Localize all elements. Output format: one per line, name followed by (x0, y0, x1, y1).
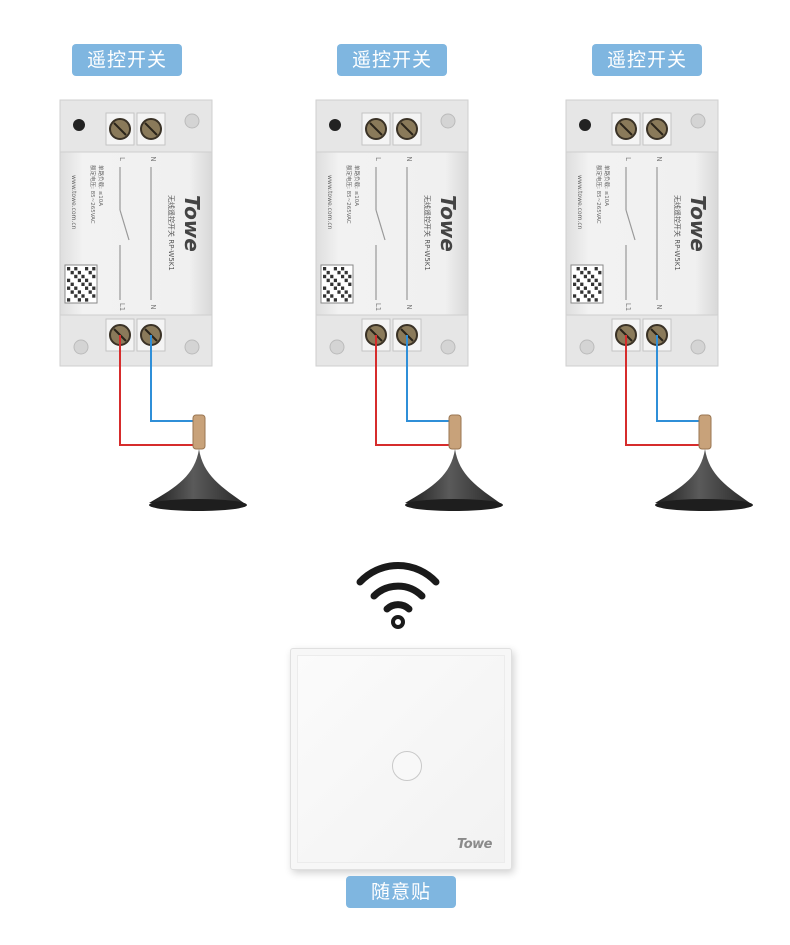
switch-label-2: 遥控开关 (337, 44, 447, 76)
lamp-shade (149, 449, 247, 505)
relay-spec-load: 单路负载: ≤10A (97, 165, 105, 206)
mount-hole (440, 339, 456, 355)
relay-brand-logo: Towe (686, 195, 710, 252)
circuit-switch (625, 209, 636, 241)
terminal-letter: N (405, 304, 413, 309)
lamp-holder (448, 414, 462, 450)
led-indicator (329, 119, 341, 131)
screw-slot (113, 122, 127, 136)
relay-bottom-block (59, 314, 213, 367)
screw-slot (400, 122, 414, 136)
panel-face: Towe (297, 655, 505, 863)
mount-hole (329, 339, 345, 355)
relay-website: www.towe.com.cn (326, 175, 333, 230)
screw-slot (144, 122, 158, 136)
relay-spec-load: 单路负载: ≤10A (603, 165, 611, 206)
terminal-letter: N (655, 304, 663, 309)
relay-spec-voltage: 额定电压: 85~265VAC (345, 165, 353, 224)
relay-bottom-block (565, 314, 719, 367)
terminal-letter: N (655, 156, 663, 161)
relay-unit-1: L N L1 N Towe 无线遥控开关 RP-W5K1 www.towe.com.cn 额定… (57, 95, 247, 525)
lamp-holder (192, 414, 206, 450)
relay-model: 无线遥控开关 RP-W5K1 (423, 195, 432, 271)
neutral-wire (406, 335, 453, 422)
screw-slot (619, 122, 633, 136)
relay-model: 无线遥控开关 RP-W5K1 (167, 195, 176, 271)
relay-unit-2: L N L1 N Towe 无线遥控开关 RP-W5K1 www.towe.com.cn 额定… (313, 95, 503, 525)
circuit-switch (119, 209, 130, 241)
mount-hole (184, 339, 200, 355)
qr-code (320, 264, 354, 304)
wall-touch-panel: Towe (290, 648, 512, 870)
terminal-letter: L (374, 157, 382, 161)
relay-website: www.towe.com.cn (576, 175, 583, 230)
lamp-holder (698, 414, 712, 450)
relay-website: www.towe.com.cn (70, 175, 77, 230)
panel-brand-logo: Towe (457, 837, 492, 852)
terminal-letter: L1 (624, 303, 632, 311)
mount-hole (184, 113, 200, 129)
wifi-signal-icon (356, 562, 440, 629)
mount-hole (690, 339, 706, 355)
terminal-letter: N (405, 156, 413, 161)
qr-code (570, 264, 604, 304)
lamp-shade (655, 449, 753, 505)
circuit-switch (375, 209, 386, 241)
relay-spec-voltage: 额定电压: 85~265VAC (89, 165, 97, 224)
neutral-wire (150, 335, 197, 422)
terminal-letter: L (624, 157, 632, 161)
mount-hole (440, 113, 456, 129)
relay-unit-3: L N L1 N Towe 无线遥控开关 RP-W5K1 www.towe.com.cn 额定… (563, 95, 753, 525)
led-indicator (579, 119, 591, 131)
relay-spec-voltage: 额定电压: 85~265VAC (595, 165, 603, 224)
terminal-letter: N (149, 156, 157, 161)
touch-button[interactable] (392, 751, 422, 781)
panel-label: 随意贴 (346, 876, 456, 908)
lamp-shade-rim (655, 499, 753, 511)
lamp-shade-rim (405, 499, 503, 511)
mount-hole (73, 339, 89, 355)
lamp-shade (405, 449, 503, 505)
screw-slot (650, 122, 664, 136)
relay-model: 无线遥控开关 RP-W5K1 (673, 195, 682, 271)
terminal-letter: N (149, 304, 157, 309)
relay-brand-logo: Towe (436, 195, 460, 252)
mount-hole (690, 113, 706, 129)
led-indicator (73, 119, 85, 131)
switch-label-1: 遥控开关 (72, 44, 182, 76)
switch-label-3: 遥控开关 (592, 44, 702, 76)
relay-brand-logo: Towe (180, 195, 204, 252)
terminal-letter: L1 (374, 303, 382, 311)
relay-spec-load: 单路负载: ≤10A (353, 165, 361, 206)
screw-slot (369, 122, 383, 136)
qr-code (64, 264, 98, 304)
terminal-letter: L (118, 157, 126, 161)
relay-bottom-block (315, 314, 469, 367)
mount-hole (579, 339, 595, 355)
lamp-shade-rim (149, 499, 247, 511)
terminal-letter: L1 (118, 303, 126, 311)
neutral-wire (656, 335, 703, 422)
